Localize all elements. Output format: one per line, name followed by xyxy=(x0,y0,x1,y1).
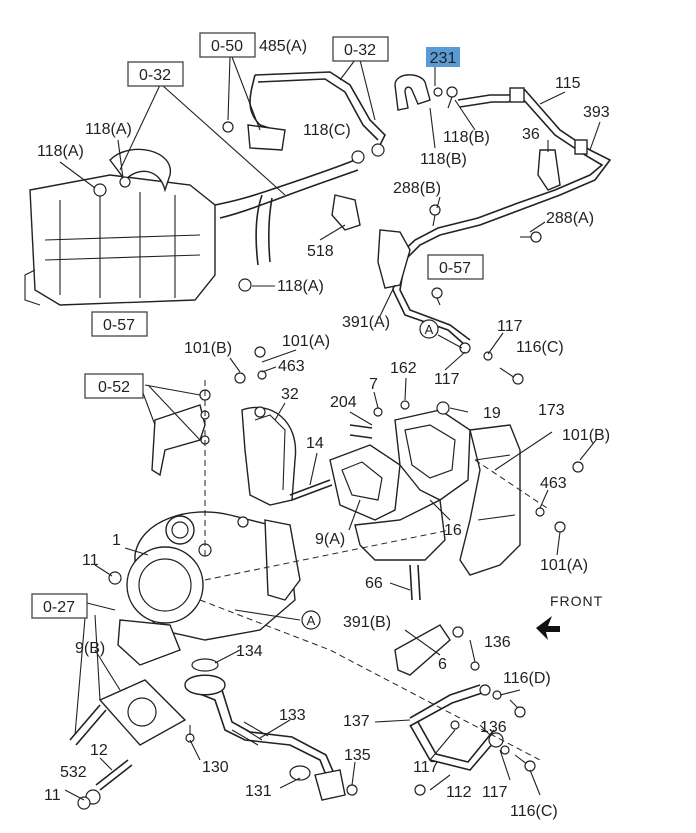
part-116c-label-2[interactable]: 116(C) xyxy=(510,803,558,820)
part-130-label[interactable]: 130 xyxy=(202,759,229,776)
front-label[interactable]: FRONT xyxy=(550,593,603,609)
part-16-label[interactable]: 16 xyxy=(444,522,462,539)
ref-0-32-upper[interactable]: 0-32 xyxy=(344,42,376,59)
ref-a-upper-label[interactable]: A xyxy=(425,322,434,337)
part-393-label[interactable]: 393 xyxy=(583,104,610,121)
ref-0-57-left[interactable]: 0-57 xyxy=(103,317,135,334)
part-9b-label[interactable]: 9(B) xyxy=(75,640,105,657)
ref-0-50[interactable]: 0-50 xyxy=(211,38,243,55)
part-1-label[interactable]: 1 xyxy=(112,532,121,549)
part-11-label-1[interactable]: 11 xyxy=(82,552,99,569)
part-463-label-2[interactable]: 463 xyxy=(540,475,567,492)
part-117-label-1[interactable]: 117 xyxy=(497,318,523,335)
part-66-label[interactable]: 66 xyxy=(365,575,383,592)
part-288b-label[interactable]: 288(B) xyxy=(393,180,441,197)
highlight-231 xyxy=(426,47,460,67)
part-32-label[interactable]: 32 xyxy=(281,386,299,403)
egr-cooler xyxy=(24,148,216,306)
part-101b-label-2[interactable]: 101(B) xyxy=(562,427,610,444)
part-136-label-2[interactable]: 136 xyxy=(480,719,507,736)
part-118c-label[interactable]: 118(C) xyxy=(303,122,351,139)
part-117-label-3[interactable]: 117 xyxy=(413,759,439,776)
part-116c-label-1[interactable]: 116(C) xyxy=(516,339,564,356)
reference-boxes: 0-50 0-32 0-32 0-57 0-57 0-52 0-27 xyxy=(31,32,484,619)
part-101a-label-2[interactable]: 101(A) xyxy=(540,557,588,574)
leader-lines xyxy=(59,56,601,801)
diagram-drawing xyxy=(24,56,612,810)
part-131-label[interactable]: 131 xyxy=(245,783,272,800)
part-14-label[interactable]: 14 xyxy=(306,435,324,452)
part-12-label[interactable]: 12 xyxy=(90,742,108,759)
part-116d-label[interactable]: 116(D) xyxy=(503,670,551,687)
ref-0-32-left[interactable]: 0-32 xyxy=(139,67,171,84)
part-485a-label[interactable]: 485(A) xyxy=(259,38,307,55)
part-36-label[interactable]: 36 xyxy=(522,126,540,143)
bolts-upper xyxy=(222,86,542,385)
part-118b-label-1[interactable]: 118(B) xyxy=(443,129,490,146)
part-133-label[interactable]: 133 xyxy=(279,707,306,724)
part-391a-label[interactable]: 391(A) xyxy=(342,314,390,331)
part-101b-label-1[interactable]: 101(B) xyxy=(184,340,232,357)
part-115-label[interactable]: 115 xyxy=(555,75,581,92)
part-118a-label-1[interactable]: 118(A) xyxy=(85,121,132,138)
part-288a-label[interactable]: 288(A) xyxy=(546,210,594,227)
part-6-label[interactable]: 6 xyxy=(438,656,447,673)
part-117-label-2[interactable]: 117 xyxy=(434,371,460,388)
ref-0-27[interactable]: 0-27 xyxy=(43,599,75,616)
part-118a-label-2[interactable]: 118(A) xyxy=(37,143,84,160)
part-162-label[interactable]: 162 xyxy=(390,360,417,377)
part-391b-label[interactable]: 391(B) xyxy=(343,614,391,631)
part-136-label-1[interactable]: 136 xyxy=(484,634,511,651)
part-7-label[interactable]: 7 xyxy=(369,376,378,393)
part-9a-label[interactable]: 9(A) xyxy=(315,531,345,548)
ref-0-52[interactable]: 0-52 xyxy=(98,379,130,396)
part-204-label[interactable]: 204 xyxy=(330,394,357,411)
part-532-label[interactable]: 532 xyxy=(60,764,87,781)
part-labels: 485(A) 115 393 118(A) 118(A) 118(C) 118(… xyxy=(37,38,610,820)
exhaust-manifold xyxy=(329,409,471,561)
part-11-label-2[interactable]: 11 xyxy=(44,787,61,804)
part-118a-label-3[interactable]: 118(A) xyxy=(277,278,324,295)
part-118b-label-2[interactable]: 118(B) xyxy=(420,151,467,168)
part-19-label[interactable]: 19 xyxy=(483,405,501,422)
part-134-label[interactable]: 134 xyxy=(236,643,263,660)
turbocharger xyxy=(117,511,301,666)
part-173-label[interactable]: 173 xyxy=(538,402,565,419)
front-arrow-icon xyxy=(536,616,560,640)
part-117-label-4[interactable]: 117 xyxy=(482,784,508,801)
part-463-label-1[interactable]: 463 xyxy=(278,358,305,375)
part-231-label[interactable]: 231 xyxy=(430,50,457,67)
ref-0-57-right[interactable]: 0-57 xyxy=(439,260,471,277)
ref-a-lower-label[interactable]: A xyxy=(307,613,316,628)
ref-circle-a-lower xyxy=(301,610,321,630)
part-137-label[interactable]: 137 xyxy=(343,713,370,730)
part-135-label[interactable]: 135 xyxy=(344,747,371,764)
part-112-label[interactable]: 112 xyxy=(446,784,472,801)
part-101a-label-1[interactable]: 101(A) xyxy=(282,333,330,350)
ref-circle-a-upper xyxy=(419,319,439,339)
part-518-label[interactable]: 518 xyxy=(307,243,334,260)
